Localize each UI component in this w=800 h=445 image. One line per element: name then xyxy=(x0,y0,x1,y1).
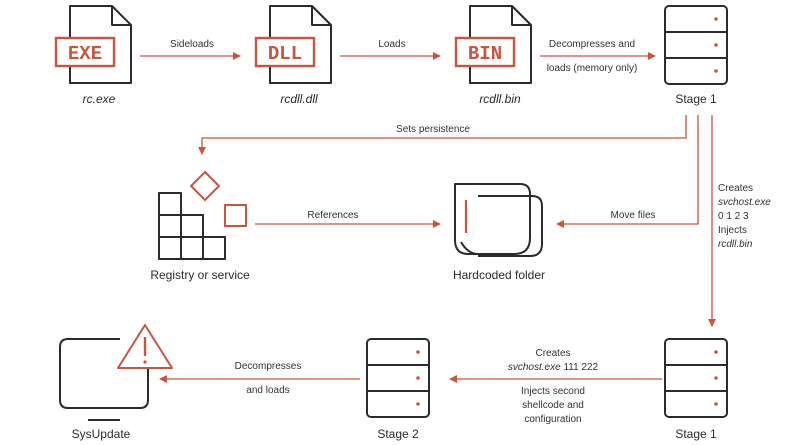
label-injects2-3: configuration xyxy=(524,414,581,425)
label-injects-name: rcdll.bin xyxy=(718,239,753,250)
file-bin-icon: BIN xyxy=(454,5,532,84)
caption-rcdll-dll: rcdll.dll xyxy=(280,92,318,106)
label-decompresses-2: loads (memory only) xyxy=(547,63,638,74)
label-decompresses2-2: and loads xyxy=(246,385,289,396)
label-creates2-name: svchost.exe xyxy=(508,362,561,373)
label-sets-persistence: Sets persistence xyxy=(396,124,470,135)
caption-stage1-top: Stage 1 xyxy=(675,92,717,106)
caption-rc-exe: rc.exe xyxy=(83,92,116,106)
bin-badge: BIN xyxy=(468,43,502,65)
registry-icon xyxy=(158,170,247,260)
label-loads: Loads xyxy=(378,39,405,50)
caption-stage2: Stage 2 xyxy=(377,427,419,441)
label-creates2-line: svchost.exe 111 222 xyxy=(508,362,599,373)
label-decompresses-1: Decompresses and xyxy=(549,39,635,50)
exe-badge: EXE xyxy=(68,43,102,65)
label-injects-title: Injects xyxy=(718,225,747,236)
file-dll-icon: DLL xyxy=(254,5,332,84)
stage2-server-icon xyxy=(366,338,430,418)
monitor-warning-icon xyxy=(59,324,173,421)
label-creates-title: Creates xyxy=(718,183,753,194)
arrow-move-files xyxy=(556,115,699,228)
stage1-top-server-icon xyxy=(664,5,728,85)
caption-folder: Hardcoded folder xyxy=(453,268,545,282)
caption-rcdll-bin: rcdll.bin xyxy=(479,92,521,106)
label-move-files: Move files xyxy=(610,210,655,221)
stage1-bottom-server-icon xyxy=(664,338,728,418)
label-creates2-args: 111 222 xyxy=(563,362,598,373)
label-creates2-title: Creates xyxy=(535,348,570,359)
folder-icon xyxy=(454,183,543,257)
label-decompresses2-1: Decompresses xyxy=(235,361,302,372)
label-injects2-2: shellcode and xyxy=(522,400,584,411)
dll-badge: DLL xyxy=(268,43,302,65)
label-sideloads: Sideloads xyxy=(170,39,214,50)
caption-registry: Registry or service xyxy=(150,268,250,282)
arrow-sets-persistence xyxy=(198,115,687,155)
caption-sysupdate: SysUpdate xyxy=(72,427,131,441)
caption-stage1-bottom: Stage 1 xyxy=(675,427,717,441)
file-exe-icon: EXE xyxy=(54,5,132,84)
label-injects2-1: Injects second xyxy=(521,386,585,397)
label-creates-name: svchost.exe xyxy=(718,197,771,208)
label-references: References xyxy=(307,210,358,221)
label-creates-args: 0 1 2 3 xyxy=(718,211,749,222)
